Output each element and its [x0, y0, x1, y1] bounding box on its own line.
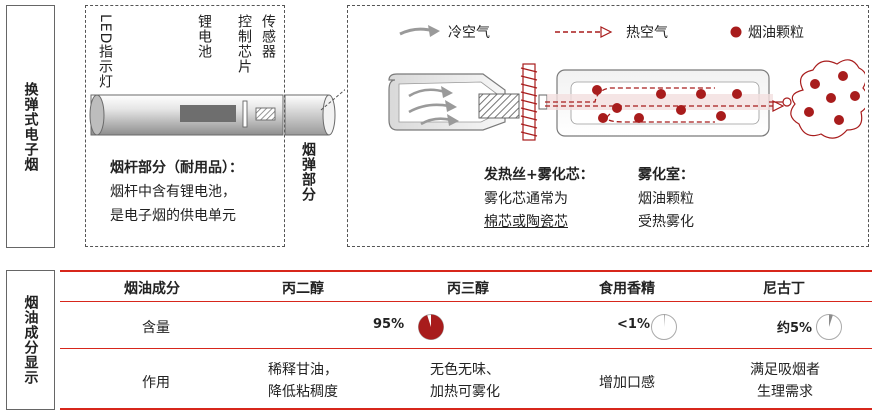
- legend-hot-air-arrow: [555, 26, 613, 38]
- led-label: LED指示灯: [97, 14, 113, 90]
- section-label-e-liquid: 烟油成分显示: [6, 270, 55, 410]
- cartridge-label: 烟弹部分: [300, 142, 316, 202]
- table-header-propylene-glycol: 丙二醇: [282, 281, 324, 297]
- nicotine-percent: 约5%: [777, 321, 813, 336]
- table-header-glycerin: 丙三醇: [447, 281, 489, 297]
- vg-function-1: 无色无味、: [430, 362, 500, 378]
- glycerin-pie-slice: [418, 314, 444, 340]
- nicotine-pie-slice: [829, 314, 833, 327]
- section-label-e-cigarette: 换弹式电子烟: [6, 5, 55, 248]
- table-header-nicotine: 尼古丁: [763, 281, 805, 297]
- pg-function-2: 降低粘稠度: [268, 384, 338, 400]
- nicotine-pie: [816, 314, 842, 340]
- table-header-flavor: 食用香精: [599, 281, 655, 297]
- chamber-desc-1: 烟油颗粒: [638, 191, 694, 207]
- flavor-percent: <1%: [617, 317, 650, 332]
- rod-part-desc-1: 烟杆中含有锂电池，: [110, 184, 236, 200]
- chamber-title: 雾化室：: [638, 167, 694, 183]
- battery-label: 锂电池: [196, 14, 212, 59]
- heater-desc-2: 棉芯或陶瓷芯: [484, 214, 568, 230]
- rod-part-title: 烟杆部分（耐用品）：: [110, 160, 243, 176]
- heater-title: 发热丝+雾化芯：: [484, 167, 594, 183]
- nicotine-function-2: 生理需求: [757, 384, 813, 400]
- e-cigarette-body-diagram: [89, 89, 345, 136]
- table-bottom-rule: [60, 408, 872, 410]
- flavor-pie: [651, 314, 677, 340]
- glycerin-percent: 95%: [373, 317, 405, 332]
- flavor-function: 增加口感: [599, 375, 655, 391]
- chip-label: 控制芯片: [236, 14, 252, 74]
- legend-cold-air: 冷空气: [448, 25, 490, 41]
- row-label-function: 作用: [142, 375, 170, 391]
- table-row-rule: [60, 348, 872, 349]
- table-header-rule: [60, 301, 872, 302]
- section-label-text: 烟油成分显示: [22, 295, 39, 385]
- legend-hot-air: 热空气: [626, 25, 668, 41]
- table-top-rule: [60, 270, 872, 272]
- vg-function-2: 加热可雾化: [430, 384, 500, 400]
- atomizer-detail-box: [347, 5, 869, 247]
- row-label-content: 含量: [142, 320, 170, 336]
- nicotine-function-1: 满足吸烟者: [750, 362, 820, 378]
- legend-oil-particle: 烟油颗粒: [748, 25, 804, 41]
- sensor-label: 传感器: [260, 14, 276, 59]
- glycerin-pie: [418, 314, 444, 340]
- rod-part-desc-2: 是电子烟的供电单元: [110, 208, 236, 224]
- pg-function-1: 稀释甘油，: [268, 362, 338, 378]
- heater-desc-1: 雾化芯通常为: [484, 191, 568, 207]
- legend-cold-air-arrow: [399, 25, 440, 37]
- flavor-pie-slice: [664, 314, 665, 327]
- legend-particle-dot: [730, 26, 742, 38]
- table-header-component: 烟油成分: [124, 281, 180, 297]
- atomizer-cross-section-diagram: [388, 59, 865, 141]
- chamber-desc-2: 受热雾化: [638, 214, 694, 230]
- section-label-text: 换弹式电子烟: [22, 81, 39, 172]
